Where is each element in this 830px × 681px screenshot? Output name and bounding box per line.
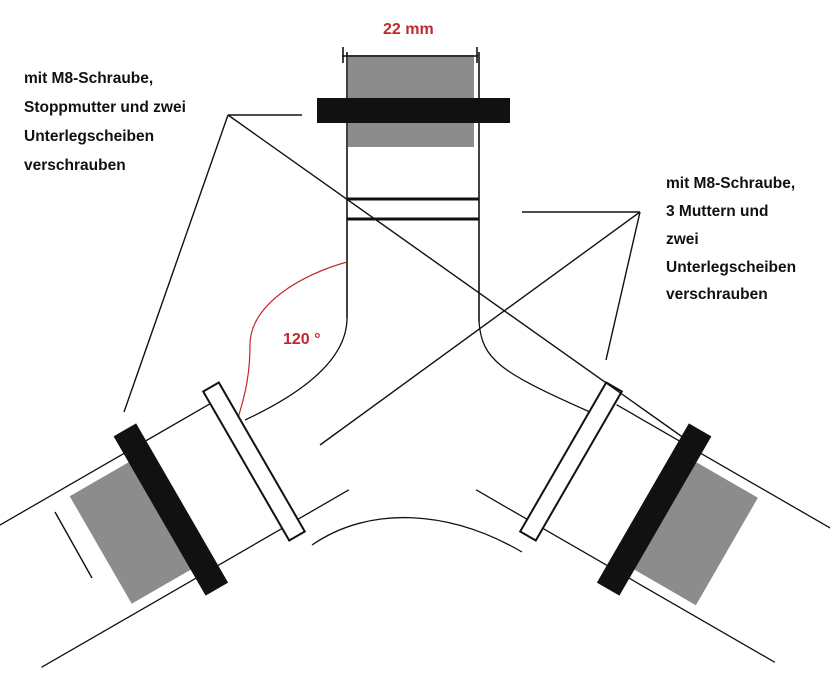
right-annotation-line-4: Unterlegscheiben xyxy=(666,259,797,276)
right-clamp xyxy=(596,423,712,596)
right-pad xyxy=(619,453,758,606)
angle-label: 120 ° xyxy=(283,331,321,348)
y-body-outline xyxy=(244,317,591,553)
left-annotation-line-2: Stoppmutter und zwei xyxy=(24,99,186,116)
right-crotch-curve xyxy=(478,321,591,413)
leader-right-to-left-arm xyxy=(319,211,641,446)
dimension-marker xyxy=(342,47,478,63)
right-annotation-line-2: 3 Muttern und xyxy=(666,203,769,220)
left-pad xyxy=(69,455,203,604)
right-annotation-line-3: zwei xyxy=(666,231,699,248)
left-crotch-curve xyxy=(244,317,348,421)
left-arm xyxy=(0,381,350,668)
left-annotation-line-4: verschrauben xyxy=(24,157,126,174)
right-annotation-line-5: verschrauben xyxy=(666,286,768,303)
top-arm xyxy=(317,52,510,322)
left-annotation-line-3: Unterlegscheiben xyxy=(24,128,155,145)
right-band xyxy=(518,381,624,542)
leader-lines xyxy=(123,114,699,449)
bottom-crotch-curve xyxy=(311,517,523,553)
top-clamp xyxy=(317,98,510,123)
left-clamp xyxy=(113,423,229,596)
left-band xyxy=(201,381,307,542)
leader-left-to-left-arm xyxy=(123,114,229,413)
right-arm-upper-wall xyxy=(616,404,830,539)
right-arm xyxy=(475,381,830,663)
angle-arc xyxy=(237,261,348,419)
dimension-label: 22 mm xyxy=(383,21,434,38)
leader-right-to-right-arm xyxy=(605,211,641,361)
left-arm-upper-wall xyxy=(0,403,211,544)
left-annotation-line-1: mit M8-Schraube, xyxy=(24,70,154,87)
left-dimension-line xyxy=(54,511,93,579)
leader-left-to-right-arm xyxy=(227,114,699,449)
right-annotation-line-1: mit M8-Schraube, xyxy=(666,175,796,192)
